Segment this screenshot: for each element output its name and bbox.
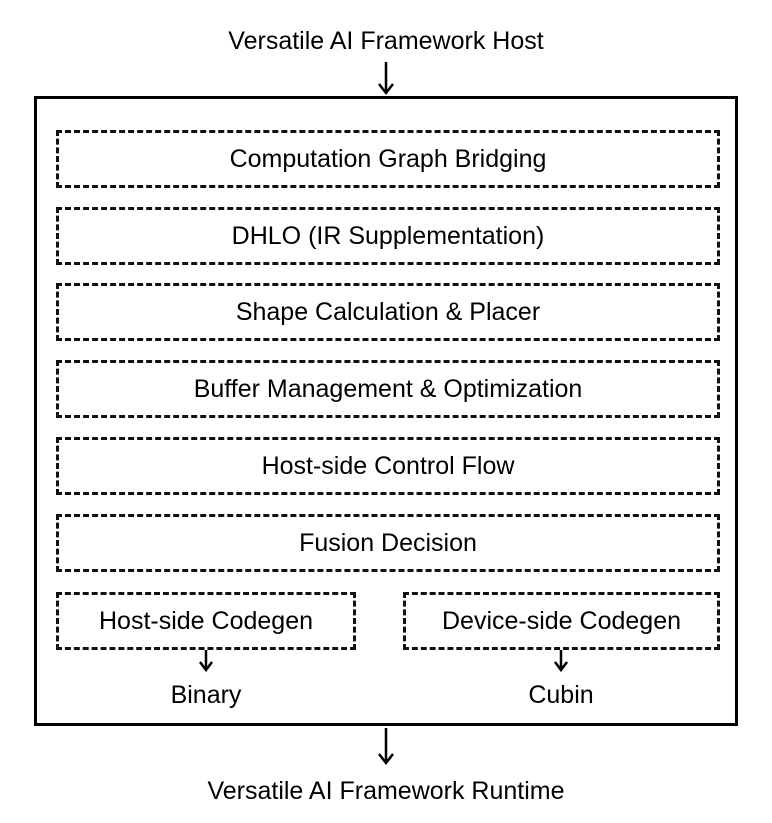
stage-shape-calculation: Shape Calculation & Placer xyxy=(56,283,720,341)
compiler-frame xyxy=(34,96,738,726)
stage-label: DHLO (IR Supplementation) xyxy=(231,222,545,250)
stage-computation-graph-bridging: Computation Graph Bridging xyxy=(56,130,720,188)
framework-host-label: Versatile AI Framework Host xyxy=(228,27,544,55)
stage-label: Computation Graph Bridging xyxy=(229,145,547,173)
output-arrow xyxy=(378,728,394,766)
stage-fusion-decision: Fusion Decision xyxy=(56,514,720,572)
binary-output-label: Binary xyxy=(170,681,242,709)
stage-buffer-management: Buffer Management & Optimization xyxy=(56,360,720,418)
stage-label: Buffer Management & Optimization xyxy=(193,375,583,403)
stage-label: Shape Calculation & Placer xyxy=(235,298,541,326)
device-codegen-label: Device-side Codegen xyxy=(441,607,682,635)
stage-label: Fusion Decision xyxy=(299,529,477,557)
host-codegen-label: Host-side Codegen xyxy=(98,607,313,635)
cubin-arrow xyxy=(554,650,568,673)
input-arrow xyxy=(378,62,394,96)
stage-host-control-flow: Host-side Control Flow xyxy=(56,437,720,495)
stage-dhlo: DHLO (IR Supplementation) xyxy=(56,207,720,265)
binary-arrow xyxy=(199,650,213,673)
stage-label: Host-side Control Flow xyxy=(261,452,515,480)
cubin-output-label: Cubin xyxy=(528,681,594,709)
framework-runtime-label: Versatile AI Framework Runtime xyxy=(207,777,565,805)
device-codegen-box: Device-side Codegen xyxy=(403,592,720,650)
host-codegen-box: Host-side Codegen xyxy=(56,592,356,650)
